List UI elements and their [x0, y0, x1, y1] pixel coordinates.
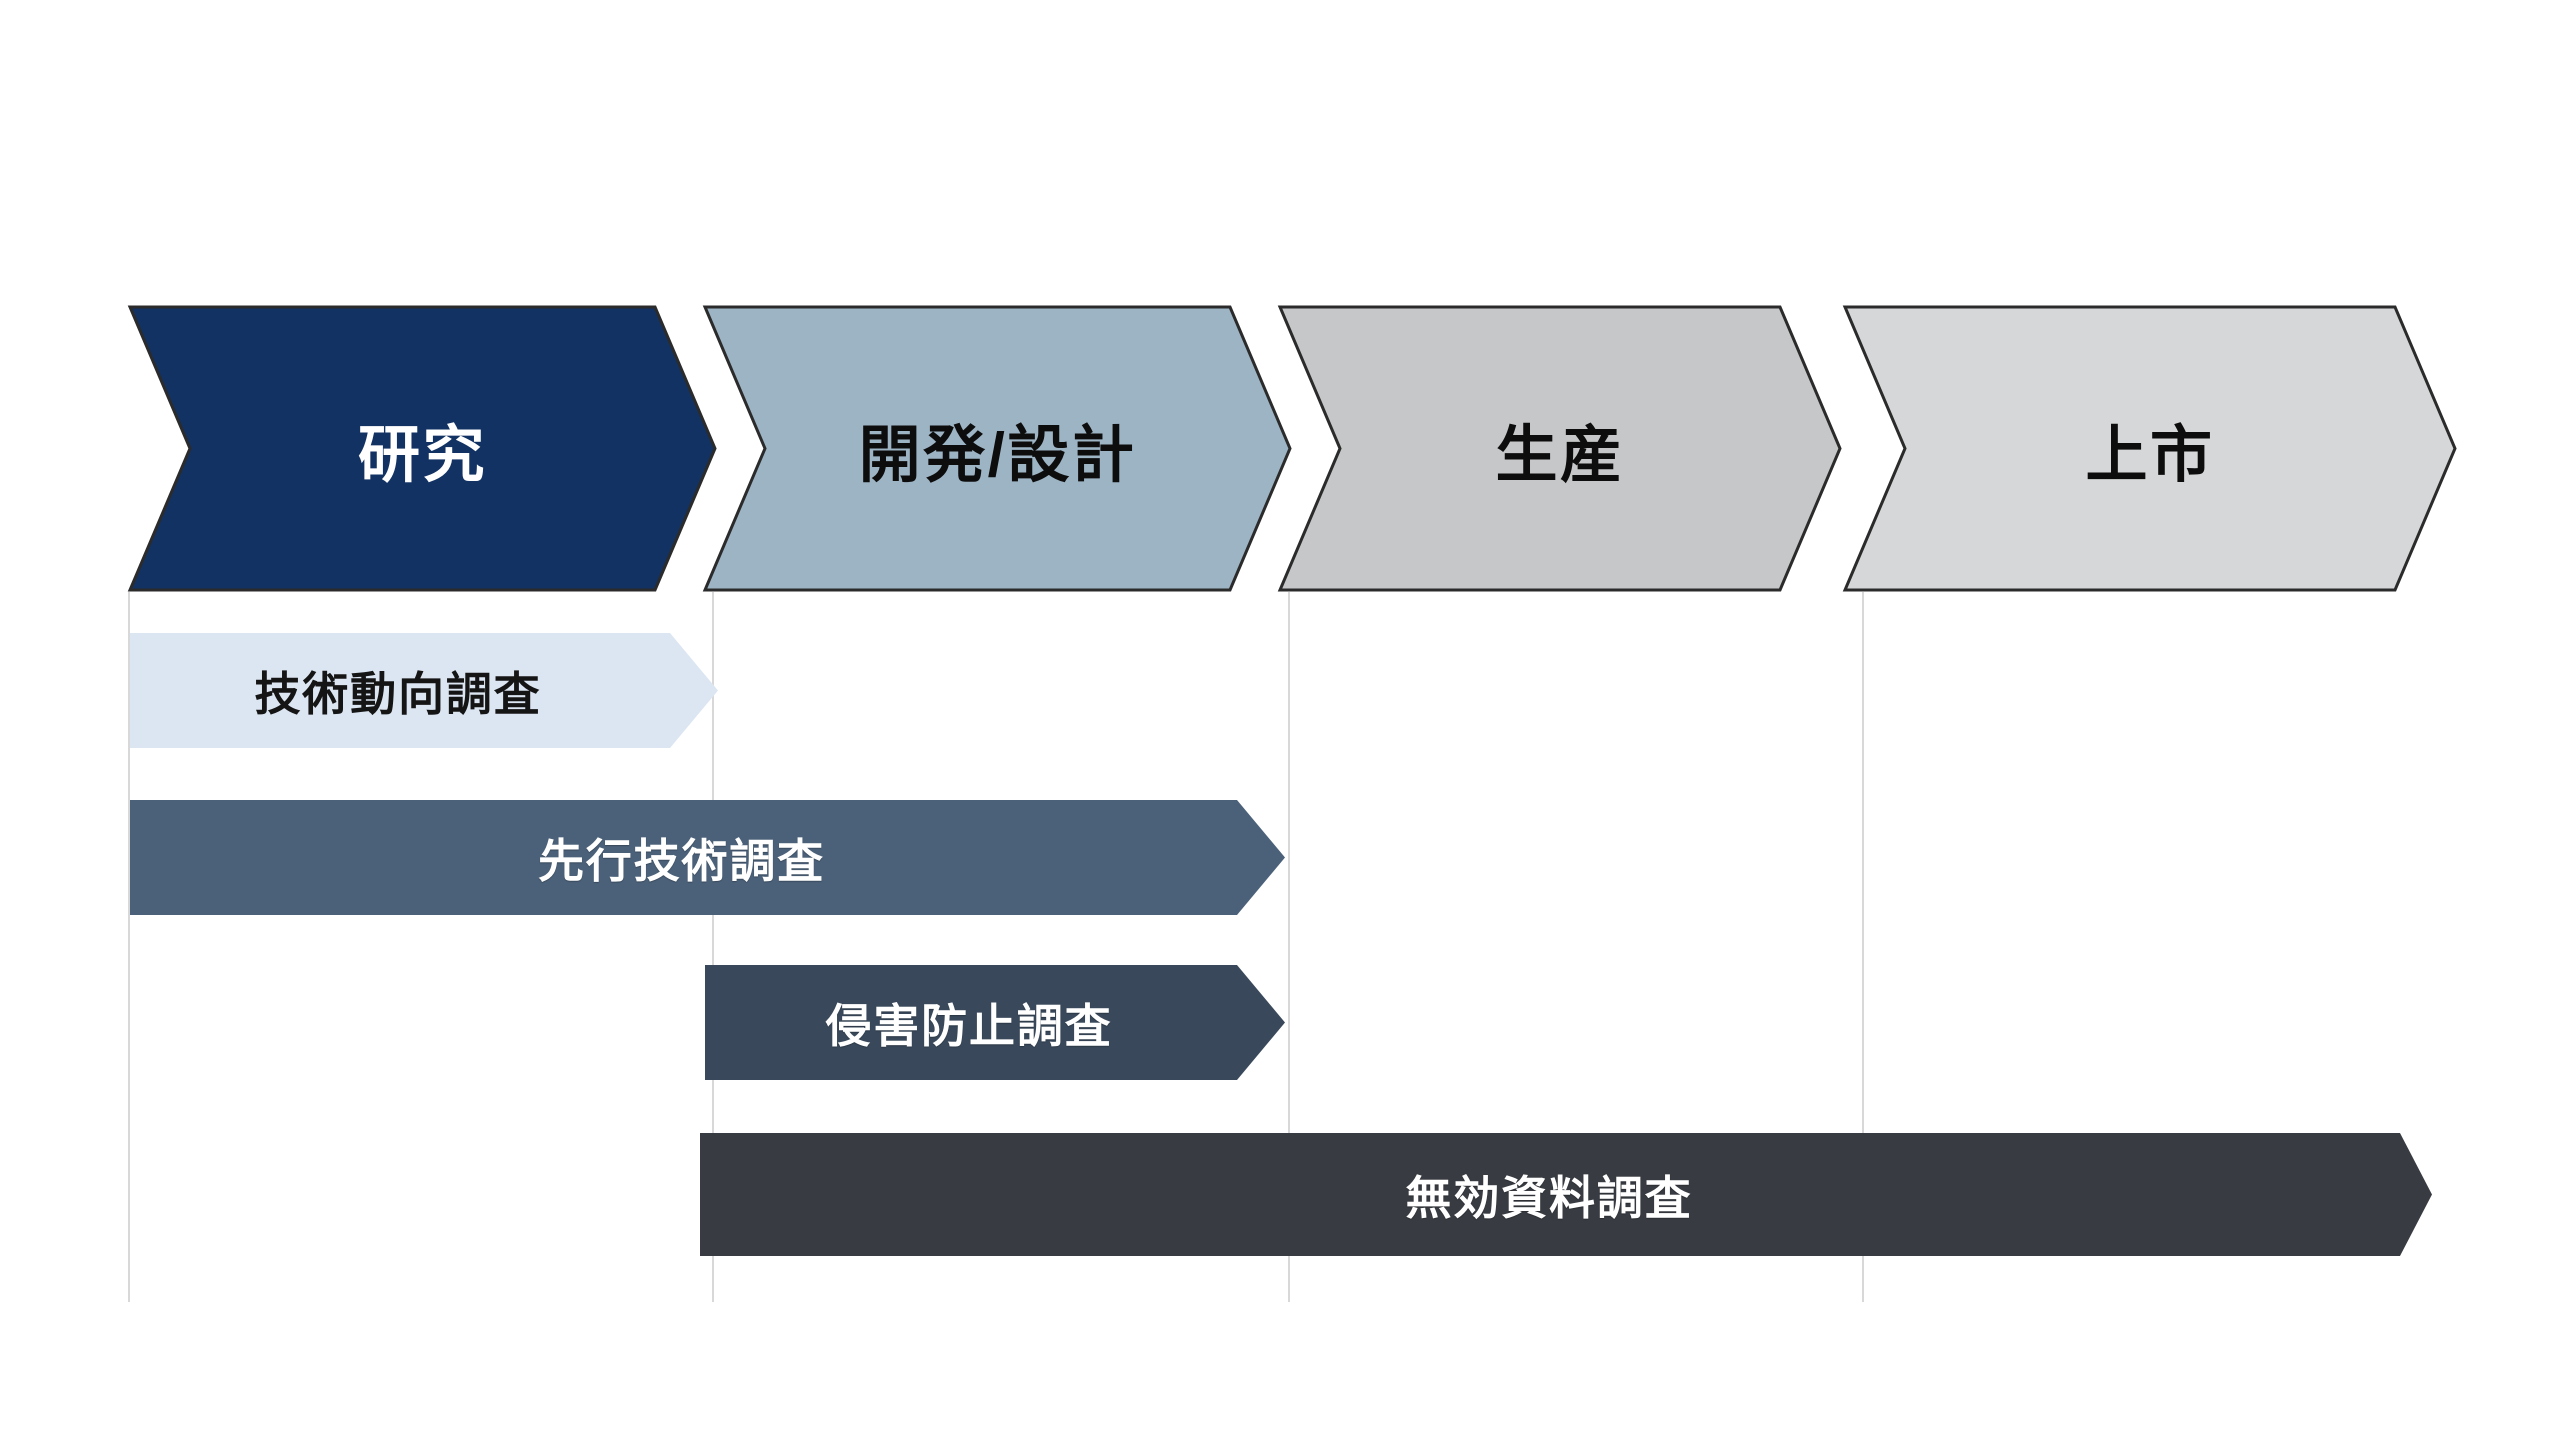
task-label-invalidation-search: 無効資料調査 [1405, 1171, 1693, 1224]
stage-chevron-production[interactable]: 生産 [1277, 305, 1842, 592]
task-arrow-infringement-prevention-search[interactable]: 侵害防止調査 [705, 965, 1285, 1080]
stage-label-research: 研究 [358, 420, 487, 490]
task-arrow-invalidation-search[interactable]: 無効資料調査 [700, 1133, 2432, 1256]
divider-research-dev [712, 592, 714, 1302]
stage-label-development-design: 開発/設計 [858, 420, 1137, 490]
task-arrow-prior-art-search[interactable]: 先行技術調査 [130, 800, 1285, 915]
stage-chevron-launch[interactable]: 上市 [1842, 305, 2457, 592]
task-arrow-technology-trend-survey[interactable]: 技術動向調査 [130, 633, 718, 748]
task-label-infringement-prevention-search: 侵害防止調査 [825, 999, 1113, 1052]
stage-chevron-research[interactable]: 研究 [127, 305, 717, 592]
stage-label-production: 生産 [1495, 420, 1625, 490]
divider-production-launch [1862, 592, 1864, 1302]
divider-research-start [128, 592, 130, 1302]
stage-chevron-development-design[interactable]: 開発/設計 [702, 305, 1292, 592]
stage-label-launch: 上市 [2085, 420, 2215, 490]
task-label-prior-art-search: 先行技術調査 [537, 834, 826, 887]
task-label-technology-trend-survey: 技術動向調査 [254, 667, 542, 720]
divider-dev-production [1288, 592, 1290, 1302]
